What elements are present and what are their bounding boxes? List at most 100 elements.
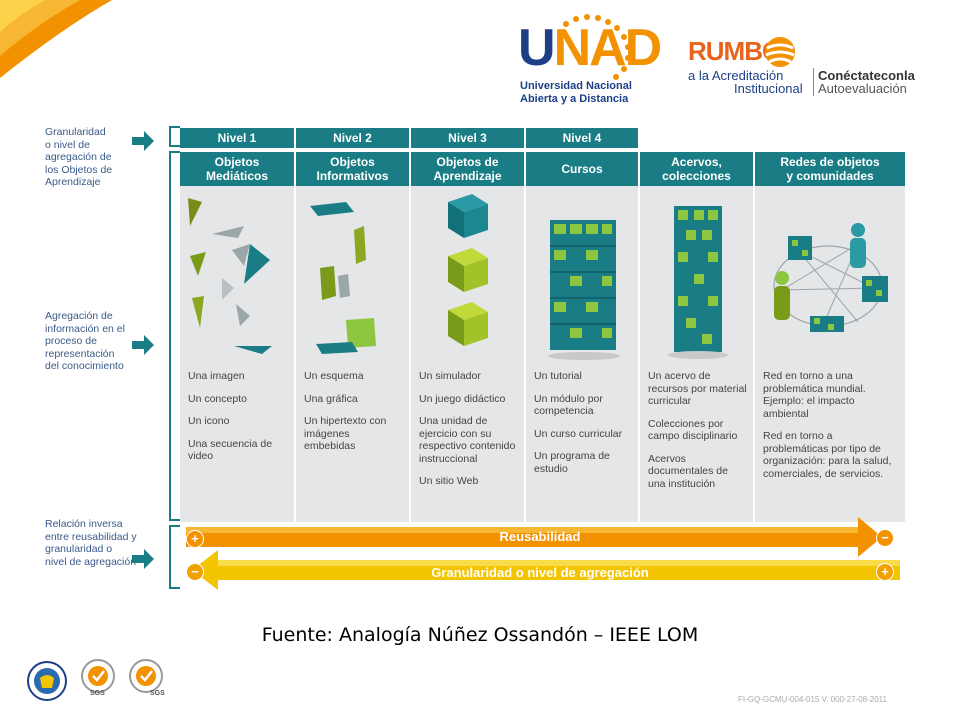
column-title-line1: Objetos	[214, 155, 260, 169]
column-item: Red en torno a problemáticas por tipo de…	[763, 430, 892, 480]
left-label-line: información en el	[45, 322, 125, 335]
logo-divider	[813, 68, 814, 96]
reusabilidad-arrow	[186, 517, 882, 557]
column-item: Un simulador	[419, 370, 481, 382]
unad-logo-rest: NAD	[553, 19, 663, 77]
column-title-line2: colecciones	[662, 169, 731, 183]
left-label-line: Aprendizaje	[45, 176, 101, 188]
column-title-line1: Redes de objetos	[780, 155, 880, 169]
sgs-certification-icon	[81, 659, 115, 693]
column-items: Un acervo de recursos por material curri…	[648, 370, 747, 500]
acreditacion-line2: Institucional	[734, 81, 803, 96]
plus-icon: +	[186, 530, 204, 548]
left-label-line: agregación de	[45, 151, 112, 163]
column-title-line2: Informativos	[316, 169, 389, 183]
column-item: Colecciones por campo disciplinario	[648, 417, 738, 443]
column-title-line1: Acervos,	[671, 155, 722, 169]
left-label-line: representación	[45, 347, 115, 360]
source-caption: Fuente: Analogía Núñez Ossandón – IEEE L…	[261, 624, 699, 646]
column-item: Un curso curricular	[534, 427, 623, 440]
minus-icon: −	[186, 563, 204, 581]
corner-swoosh	[0, 0, 112, 78]
informativos-shapes-icon	[310, 202, 376, 354]
minus-icon: −	[876, 529, 894, 547]
column-item: Un programa de estudio	[534, 450, 610, 475]
conectate-line2: Autoevaluación	[818, 81, 907, 96]
conectate-line1: Conéctateconla	[818, 68, 915, 83]
column-title-line1: Cursos	[561, 162, 603, 176]
column-item: Un esquema	[304, 370, 364, 382]
left-label-line: nivel de agregación	[45, 555, 137, 568]
column-item: Un icono	[188, 415, 230, 427]
level-header: Nivel 3	[411, 128, 524, 148]
column-item: Una secuencia de video	[188, 437, 273, 463]
column-item: Un tutorial	[534, 370, 582, 382]
sgs-label: SGS	[90, 690, 105, 697]
acervos-cube-tower-icon	[668, 206, 728, 359]
unad-logo-text: UNAD	[518, 19, 663, 77]
unad-logo-dots	[563, 14, 631, 80]
column-panel	[755, 186, 905, 522]
footer-code: FI-GQ-GCMU-004-015 V. 000-27-08-2011	[738, 695, 887, 704]
column-item: Un juego didáctico	[419, 392, 506, 405]
arrow-agregacion-icon	[132, 335, 154, 355]
reusabilidad-label: Reusabilidad	[499, 529, 581, 544]
column-item: Acervos documentales de una institución	[648, 452, 728, 490]
unad-subtitle-line1: Universidad Nacional	[520, 80, 632, 92]
sgs-certification-icon	[129, 659, 163, 693]
granularidad-arrow	[192, 550, 900, 590]
column-title-line2: Mediáticos	[205, 169, 268, 183]
left-label-line: granularidad o	[45, 543, 113, 555]
column-panel	[296, 186, 409, 522]
column-title-line2: Aprendizaje	[433, 169, 502, 183]
column-item: Un sitio Web	[419, 475, 479, 487]
unad-subtitle-line2: Abierta y a Distancia	[520, 93, 629, 105]
column-item: Un acervo de recursos por material curri…	[648, 370, 747, 407]
left-label-line: entre reusabilidad y	[45, 530, 137, 543]
aprendizaje-cubes-icon	[448, 194, 488, 346]
column-title-line1: Objetos	[330, 155, 375, 169]
level-header: Nivel 2	[296, 128, 409, 148]
column-item: Una gráfica	[304, 392, 358, 405]
unad-subtitle: Universidad Nacional Abierta y a Distanc…	[520, 80, 632, 106]
sgs-label: SGS	[150, 690, 165, 697]
column-panel	[411, 186, 524, 522]
column-item: Una imagen	[188, 370, 245, 382]
column-title-line1: Objetos de	[436, 155, 499, 169]
bracket-lines	[169, 126, 180, 589]
left-label-line: Granularidad	[45, 126, 106, 138]
acreditacion-line1: a la Acreditación	[688, 68, 784, 83]
left-label-line: proceso de	[45, 335, 97, 347]
column-items: Un tutorial Un módulo por competencia Un c…	[534, 370, 632, 485]
column-title-line2: y comunidades	[786, 169, 874, 183]
column-item: Red en torno a una problemática mundial.…	[763, 370, 866, 420]
left-label-line: del conocimiento	[45, 360, 124, 372]
left-label-line: o nivel de	[45, 138, 90, 151]
column-title: Cursos	[526, 152, 638, 186]
level-header: Nivel 4	[526, 128, 638, 148]
column-title: Acervos,colecciones	[640, 152, 753, 186]
mediaticos-shapes-icon	[188, 198, 272, 354]
redes-network-icon	[773, 223, 888, 332]
granularidad-arrow-label: Granularidad o nivel de agregación	[431, 565, 649, 580]
cursos-cube-stack-icon	[548, 220, 620, 360]
colombia-seal-icon	[27, 661, 67, 701]
column-item: Un concepto	[188, 392, 247, 405]
column-item: Un módulo por competencia	[534, 392, 603, 418]
arrow-granularidad-icon	[132, 131, 154, 151]
column-item: Un hipertexto con imágenes embebidas	[304, 415, 387, 452]
level-header: Nivel 1	[180, 128, 294, 148]
column-panel	[180, 186, 294, 522]
plus-icon: +	[876, 563, 894, 581]
column-item: Una unidad de ejercicio con su respectiv…	[419, 415, 516, 465]
left-label-line: Relación inversa	[45, 518, 123, 530]
